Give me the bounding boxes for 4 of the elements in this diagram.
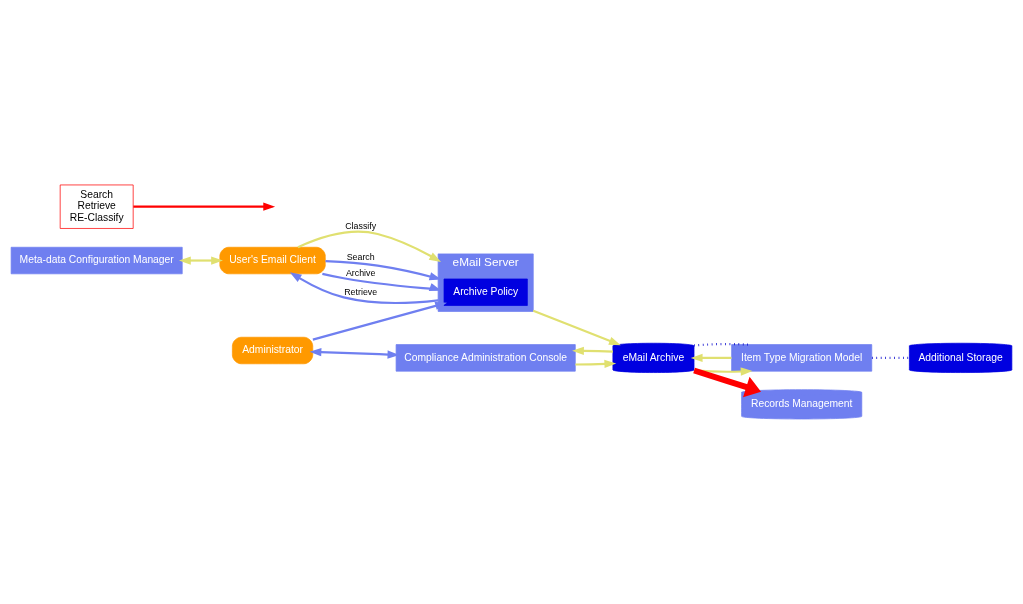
edge-label: Archive bbox=[345, 267, 376, 278]
edge-label: Search bbox=[346, 252, 375, 263]
edge-label: Retrieve bbox=[344, 286, 378, 297]
edge-label: Classify bbox=[345, 221, 377, 232]
